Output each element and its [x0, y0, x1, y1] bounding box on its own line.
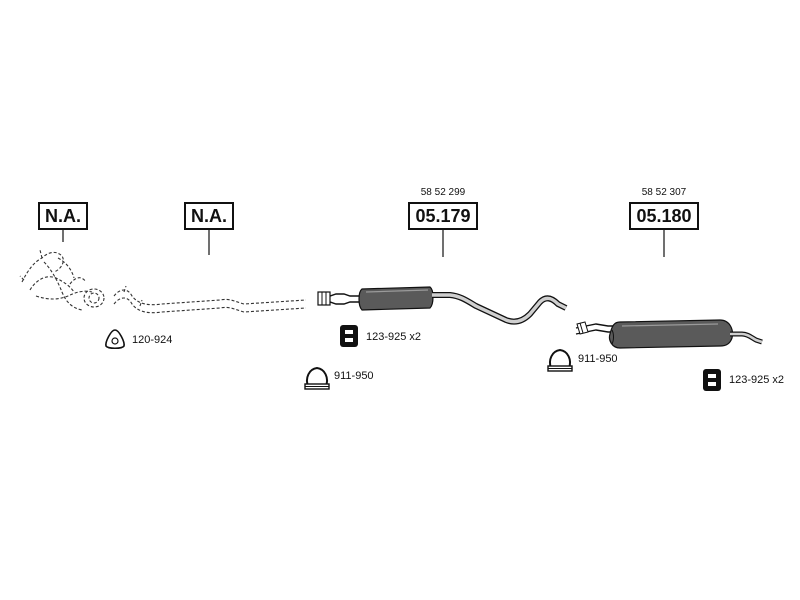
hanger-label[interactable]: 123-925 x2 — [366, 331, 422, 343]
oe-number: 58 52 299 — [420, 187, 466, 198]
clamp-label[interactable]: 911-950 — [334, 370, 374, 382]
clamp-icon — [304, 366, 330, 390]
clamp-label[interactable]: 911-950 — [578, 353, 618, 365]
oe-number: 58 52 307 — [641, 187, 687, 198]
front-pipe — [113, 285, 307, 314]
hanger-label[interactable]: 123-925 x2 — [729, 374, 785, 386]
rear-silencer — [575, 319, 763, 349]
part-number-box[interactable]: 05.179 — [408, 202, 478, 230]
part-number-box[interactable]: N.A. — [184, 202, 234, 230]
part-number-box[interactable]: N.A. — [38, 202, 88, 230]
part-number-box[interactable]: 05.180 — [629, 202, 699, 230]
rubber-hanger-icon — [703, 369, 721, 391]
triangle-gasket-icon — [105, 329, 125, 350]
clamp-icon — [547, 348, 573, 372]
gasket-label[interactable]: 120-924 — [132, 334, 173, 346]
rubber-hanger-icon — [340, 325, 358, 347]
middle-silencer — [317, 286, 568, 325]
exhaust-manifold — [19, 249, 105, 311]
